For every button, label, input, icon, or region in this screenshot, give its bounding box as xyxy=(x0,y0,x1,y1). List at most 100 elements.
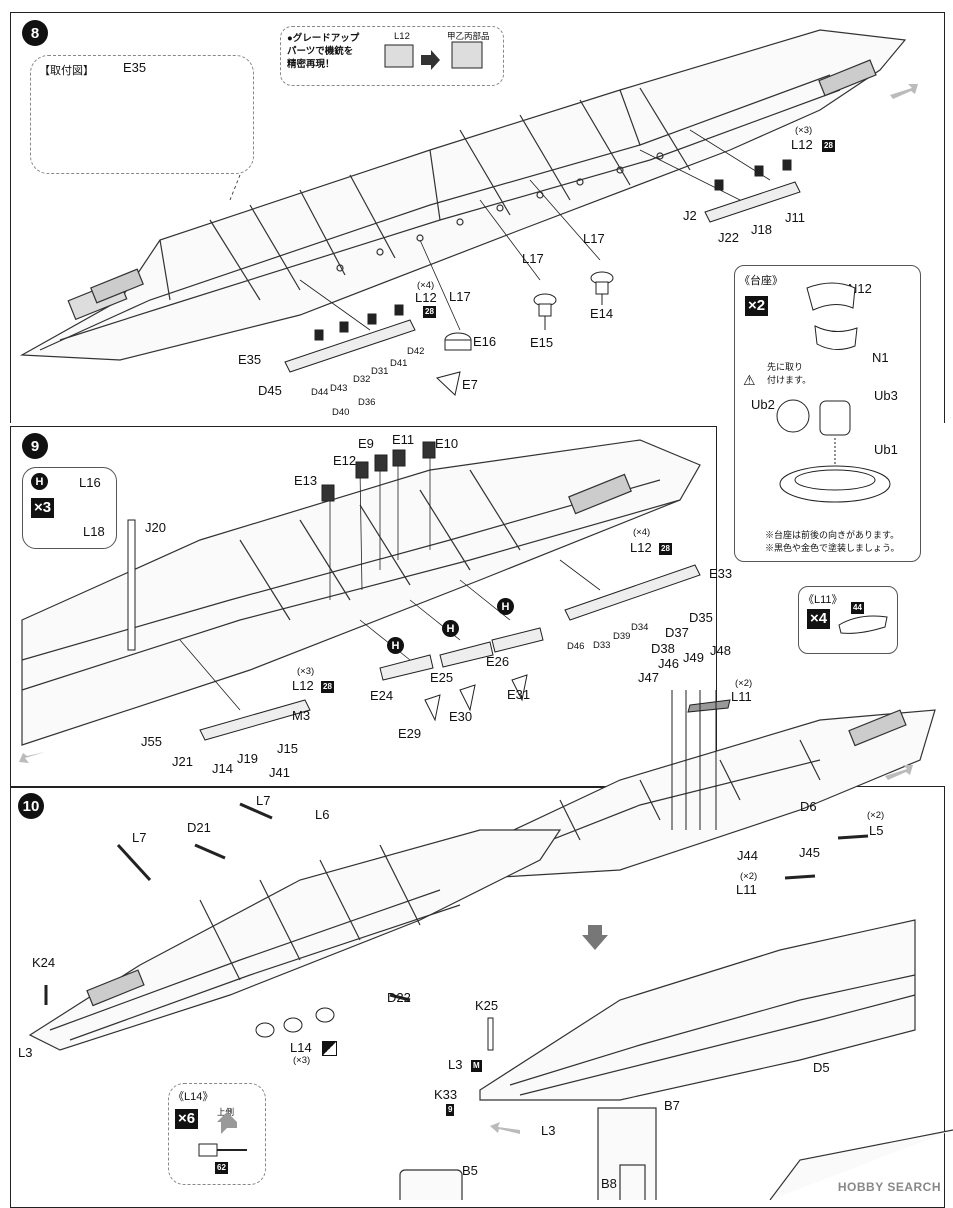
part-label-L12-step9-b: L12 xyxy=(292,678,314,693)
step9-qty: ×3 xyxy=(31,498,55,518)
l11-qty: ×4 xyxy=(807,609,831,629)
step-8-number: 8 xyxy=(22,20,48,46)
step-9-number: 9 xyxy=(22,433,48,459)
part-label-J47: J47 xyxy=(638,670,659,685)
part-label-E14: E14 xyxy=(590,306,614,321)
part-label-D37: D37 xyxy=(665,625,689,640)
part-label-L3-b: L3 xyxy=(448,1057,463,1072)
part-label-E31: E31 xyxy=(507,687,531,702)
part-label-E30: E30 xyxy=(449,709,473,724)
upgrade-note: ●グレードアップ パーツで機銃を 精密再現！ xyxy=(287,33,360,70)
step-10-number: 10 xyxy=(18,793,44,819)
part-label-E7: E7 xyxy=(462,377,478,392)
ref-M: M xyxy=(471,1060,482,1072)
part-label-K25: K25 xyxy=(475,998,499,1013)
qty-L11-a: (×2) xyxy=(735,678,753,689)
upgrade-callout: ●グレードアップ パーツで機銃を 精密再現！ L12 甲乙丙部品 xyxy=(280,26,504,86)
l14-title: 《L14》 xyxy=(173,1091,214,1103)
part-label-L6: L6 xyxy=(315,807,330,822)
part-label-D38: D38 xyxy=(651,641,675,656)
qty-L12-rear: (×3) xyxy=(795,125,813,136)
part-label-D6: D6 xyxy=(800,799,817,814)
part-label-J49: J49 xyxy=(683,650,704,665)
step9-frame xyxy=(10,426,717,788)
ref-28-step9-b: 28 xyxy=(321,681,334,693)
part-label-K33: K33 xyxy=(434,1087,458,1102)
part-label-L11-a: L11 xyxy=(731,689,752,704)
part-label-D39: D39 xyxy=(613,631,631,642)
part-label-E26: E26 xyxy=(486,654,510,669)
part-label-E9: E9 xyxy=(358,436,374,451)
part-label-J45: J45 xyxy=(799,845,820,860)
h-badge-e25: H xyxy=(442,620,459,637)
part-label-L17-a: L17 xyxy=(522,251,544,266)
l11-boat-drawing xyxy=(838,615,888,634)
part-label-D5: D5 xyxy=(813,1060,830,1075)
qty-L5: (×2) xyxy=(867,810,885,821)
part-label-J41: J41 xyxy=(269,765,290,780)
l14-drawing xyxy=(198,1112,247,1157)
part-label-D22: D22 xyxy=(387,990,411,1005)
part-label-L17-b: L17 xyxy=(583,231,605,246)
part-label-J44: J44 xyxy=(737,848,758,863)
install-part-label: E35 xyxy=(123,60,147,75)
part-label-B8: B8 xyxy=(601,1176,617,1191)
l11-box: 《L11》 ×4 44 xyxy=(798,586,898,654)
part-label-J18: J18 xyxy=(751,222,772,237)
part-label-L11-b: L11 xyxy=(736,882,757,897)
h-badge-e24: H xyxy=(387,637,404,654)
part-label-L12-rear: L12 xyxy=(791,137,813,152)
ref-28-rear: 28 xyxy=(822,140,835,152)
part-label-L3-c: L3 xyxy=(541,1123,556,1138)
install-label: 【取付図】 xyxy=(39,65,94,77)
part-label-L7-a: L7 xyxy=(256,793,271,808)
ref-28-front: 28 xyxy=(423,306,436,318)
part-label-L3-a: L3 xyxy=(18,1045,33,1060)
stand-title: 《台座》 xyxy=(739,275,783,287)
part-label-Ub3: Ub3 xyxy=(874,388,898,403)
part-label-J21: J21 xyxy=(172,754,193,769)
stand-note-2: ※黒色や金色で塗装しましょう。 xyxy=(765,543,900,553)
part-label-D44: D44 xyxy=(311,387,329,398)
step8-install-inset: 【取付図】 E35 xyxy=(30,55,254,174)
part-label-D36: D36 xyxy=(358,397,376,408)
part-label-D46: D46 xyxy=(567,641,585,652)
qty-L12-front: (×4) xyxy=(417,280,435,291)
part-label-D42: D42 xyxy=(407,346,425,357)
part-label-L5: L5 xyxy=(869,823,884,838)
caution-icon: ⚠ xyxy=(743,372,756,388)
part-label-D41: D41 xyxy=(390,358,408,369)
part-label-D43: D43 xyxy=(330,383,348,394)
part-label-L12-front: L12 xyxy=(415,290,437,305)
part-label-L7-b: L7 xyxy=(132,830,147,845)
part-label-J15: J15 xyxy=(277,741,298,756)
l14-qty: ×6 xyxy=(175,1109,199,1129)
part-label-E35: E35 xyxy=(238,352,262,367)
two-color-marker-icon xyxy=(322,1041,337,1056)
part-label-E15: E15 xyxy=(530,335,554,350)
part-label-E13: E13 xyxy=(294,473,318,488)
part-label-N1: N1 xyxy=(872,350,889,365)
qty-L12-step9-b: (×3) xyxy=(297,666,315,677)
part-label-D45: D45 xyxy=(258,383,282,398)
stand-note-1: ※台座は前後の向きがあります。 xyxy=(765,530,900,540)
part-label-D31: D31 xyxy=(371,366,389,377)
part-label-B5: B5 xyxy=(462,1163,478,1178)
part-label-M3: M3 xyxy=(292,708,311,723)
part-label-D35: D35 xyxy=(689,610,713,625)
part-label-B7: B7 xyxy=(664,1098,680,1113)
part-label-J2: J2 xyxy=(683,208,697,223)
part-label-Ub1: Ub1 xyxy=(874,442,898,457)
l11-title: 《L11》 xyxy=(803,594,843,606)
part-label-E24: E24 xyxy=(370,688,394,703)
stand-qty: ×2 xyxy=(745,296,769,316)
part-label-J11: J11 xyxy=(785,210,805,225)
part-label-E33: E33 xyxy=(709,566,733,581)
ref-28-step9-a: 28 xyxy=(659,543,672,555)
part-label-J14: J14 xyxy=(212,761,233,776)
part-label-E29: E29 xyxy=(398,726,422,741)
qty-L11-b: (×2) xyxy=(740,871,758,882)
step8-frame xyxy=(10,12,945,423)
stand-drawing xyxy=(776,282,891,503)
l11-ref: 44 xyxy=(851,602,864,614)
